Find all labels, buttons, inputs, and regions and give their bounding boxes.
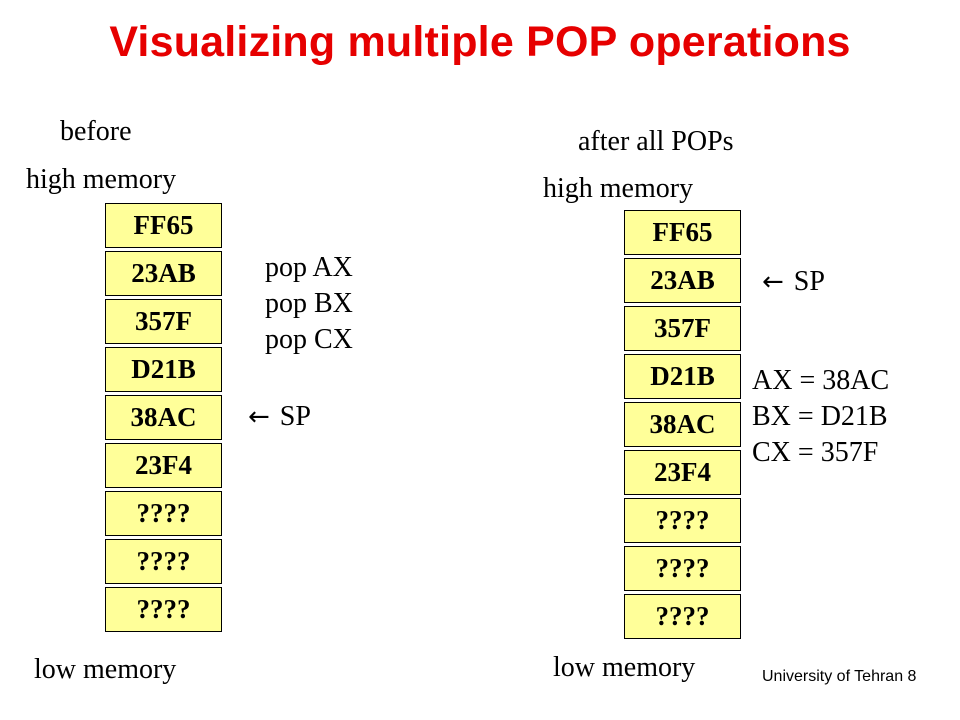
stack-cell: 357F: [105, 299, 222, 344]
stack-cell: ????: [624, 594, 741, 639]
instruction-line: pop CX: [265, 324, 353, 355]
register-values: AX = 38AC BX = D21B CX = 357F: [752, 363, 889, 471]
left-stack: FF65 23AB 357F D21B 38AC 23F4 ???? ???? …: [105, 203, 222, 632]
stack-cell: FF65: [624, 210, 741, 255]
stack-cell: 23AB: [624, 258, 741, 303]
slide-title: Visualizing multiple POP operations: [109, 18, 851, 66]
stack-cell: ????: [624, 546, 741, 591]
stack-cell: 38AC: [105, 395, 222, 440]
stack-cell: ????: [105, 491, 222, 536]
pop-instructions: pop AX pop BX pop CX: [265, 250, 353, 358]
stack-cell: 357F: [624, 306, 741, 351]
left-sp-pointer: ← SP: [248, 403, 311, 431]
right-low-memory-label: low memory: [553, 652, 696, 683]
before-caption: before: [60, 116, 132, 147]
right-sp-pointer: ← SP: [762, 268, 825, 296]
stack-cell: 23F4: [105, 443, 222, 488]
stack-cell: 23AB: [105, 251, 222, 296]
instruction-line: pop BX: [265, 288, 353, 319]
stack-cell: D21B: [624, 354, 741, 399]
stack-cell: 23F4: [624, 450, 741, 495]
stack-cell: ????: [624, 498, 741, 543]
right-high-memory-label: high memory: [543, 173, 694, 204]
register-line: AX = 38AC: [752, 365, 890, 396]
left-arrow-icon: ←: [248, 402, 270, 432]
stack-cell: FF65: [105, 203, 222, 248]
stack-cell: 38AC: [624, 402, 741, 447]
slide-footer: University of Tehran 8: [762, 668, 917, 685]
sp-label: SP: [793, 266, 825, 297]
left-high-memory-label: high memory: [26, 164, 177, 195]
right-stack: FF65 23AB 357F D21B 38AC 23F4 ???? ???? …: [624, 210, 741, 639]
sp-label: SP: [279, 401, 311, 432]
left-arrow-icon: ←: [762, 267, 784, 297]
stack-cell: D21B: [105, 347, 222, 392]
instruction-line: pop AX: [265, 252, 353, 283]
stack-cell: ????: [105, 539, 222, 584]
register-line: CX = 357F: [752, 437, 879, 468]
stack-cell: ????: [105, 587, 222, 632]
register-line: BX = D21B: [752, 401, 888, 432]
left-low-memory-label: low memory: [34, 654, 177, 685]
after-caption: after all POPs: [578, 126, 734, 157]
